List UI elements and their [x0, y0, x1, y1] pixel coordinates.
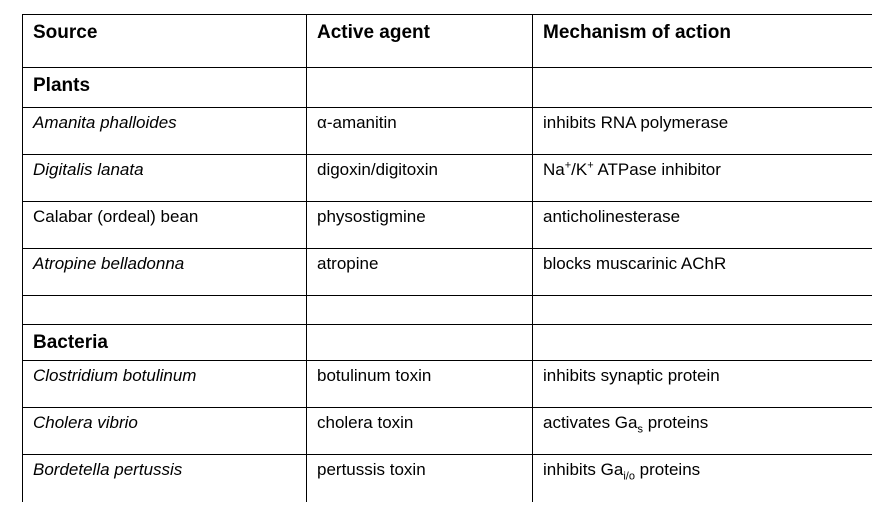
- table-header-row: Source Active agent Mechanism of action: [22, 14, 872, 68]
- superscript-plus: +: [564, 159, 572, 172]
- empty-cell: [306, 324, 533, 361]
- table-row: Clostridium botulinum botulinum toxin in…: [22, 360, 872, 408]
- empty-cell: [306, 67, 533, 108]
- mechanism-cell: inhibits Gai/o proteins: [532, 454, 872, 502]
- agent-cell: α-amanitin: [306, 107, 533, 155]
- table-row: Bordetella pertussis pertussis toxin inh…: [22, 454, 872, 502]
- mechanism-text-na: Na: [543, 160, 565, 179]
- source-cell: Amanita phalloides: [22, 107, 307, 155]
- mechanism-text-pre: inhibits Ga: [543, 460, 624, 479]
- header-source: Source: [22, 14, 307, 68]
- header-active-agent: Active agent: [306, 14, 533, 68]
- source-cell: Atropine belladonna: [22, 248, 307, 296]
- mechanism-text-pre: activates Ga: [543, 413, 638, 432]
- section-label-bacteria: Bacteria: [22, 324, 307, 361]
- mechanism-cell: anticholinesterase: [532, 201, 872, 249]
- source-cell: Cholera vibrio: [22, 407, 307, 455]
- mechanism-text-post: proteins: [643, 413, 709, 432]
- table-row: Amanita phalloides α-amanitin inhibits R…: [22, 107, 872, 155]
- spacer-row: [22, 295, 872, 325]
- agent-cell: physostigmine: [306, 201, 533, 249]
- source-cell: Calabar (ordeal) bean: [22, 201, 307, 249]
- mechanism-cell: activates Gas proteins: [532, 407, 872, 455]
- empty-cell: [306, 295, 533, 325]
- table-row: Cholera vibrio cholera toxin activates G…: [22, 407, 872, 455]
- source-cell: Bordetella pertussis: [22, 454, 307, 502]
- empty-cell: [22, 295, 307, 325]
- agent-cell: digoxin/digitoxin: [306, 154, 533, 202]
- mechanism-text-k: /K: [571, 160, 588, 179]
- table-row: Atropine belladonna atropine blocks musc…: [22, 248, 872, 296]
- agent-cell: atropine: [306, 248, 533, 296]
- agent-cell: pertussis toxin: [306, 454, 533, 502]
- mechanism-cell: blocks muscarinic AChR: [532, 248, 872, 296]
- table-row: Digitalis lanata digoxin/digitoxin Na+/K…: [22, 154, 872, 202]
- mechanism-text-post: proteins: [634, 460, 701, 479]
- section-row-plants: Plants: [22, 67, 872, 108]
- subscript-text: i/o: [623, 470, 635, 483]
- mechanism-cell: inhibits synaptic protein: [532, 360, 872, 408]
- agent-cell: botulinum toxin: [306, 360, 533, 408]
- agent-cell: cholera toxin: [306, 407, 533, 455]
- mechanism-cell: Na+/K+ ATPase inhibitor: [532, 154, 872, 202]
- section-label-plants: Plants: [22, 67, 307, 108]
- source-cell: Digitalis lanata: [22, 154, 307, 202]
- subscript-text: s: [637, 423, 644, 436]
- source-cell: Clostridium botulinum: [22, 360, 307, 408]
- header-mechanism: Mechanism of action: [532, 14, 872, 68]
- superscript-plus: +: [587, 159, 594, 172]
- empty-cell: [532, 295, 872, 325]
- toxin-table-container: Source Active agent Mechanism of action …: [22, 14, 872, 506]
- section-row-bacteria: Bacteria: [22, 324, 872, 361]
- empty-cell: [532, 67, 872, 108]
- mechanism-text-rest: ATPase inhibitor: [593, 160, 721, 179]
- empty-cell: [532, 324, 872, 361]
- table-row: Calabar (ordeal) bean physostigmine anti…: [22, 201, 872, 249]
- mechanism-cell: inhibits RNA polymerase: [532, 107, 872, 155]
- toxin-table: Source Active agent Mechanism of action …: [22, 14, 872, 502]
